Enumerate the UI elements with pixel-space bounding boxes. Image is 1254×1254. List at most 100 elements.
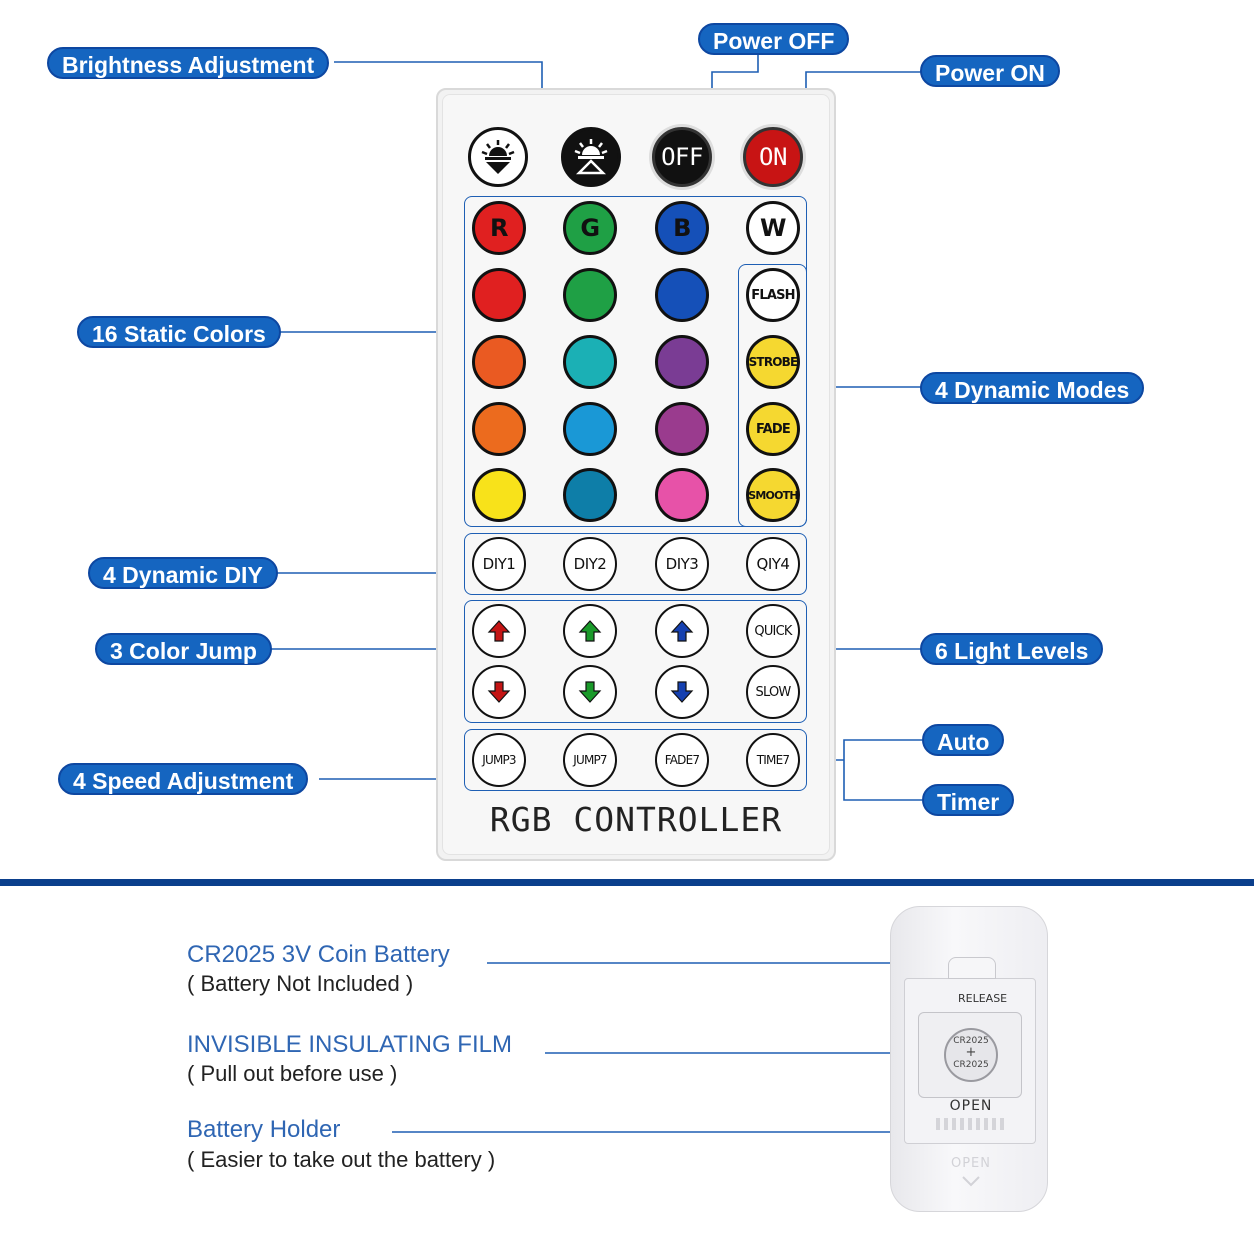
red-down-button[interactable]	[472, 665, 526, 719]
blue-button[interactable]: B	[655, 201, 709, 255]
brightness-up-button[interactable]	[561, 127, 621, 187]
power-on-label: ON	[759, 143, 787, 171]
power-on-callout: Power ON	[920, 55, 1060, 87]
color-button-r2-c1[interactable]	[472, 335, 526, 389]
diy1-label: DIY1	[482, 555, 516, 573]
strobe-button[interactable]: STROBE	[746, 335, 800, 389]
green-down-button[interactable]	[563, 665, 617, 719]
brightness-up-icon	[574, 139, 608, 175]
battery-title: CR2025 3V Coin Battery	[187, 941, 450, 968]
auto-callout: Auto	[922, 724, 1005, 756]
open-label: OPEN	[949, 1098, 993, 1114]
battery-subtitle: ( Battery Not Included )	[187, 971, 414, 996]
green-up-arrow-icon	[578, 620, 602, 642]
color-button-r4-c3[interactable]	[655, 468, 709, 522]
light-levels-callout: 6 Light Levels	[920, 633, 1104, 665]
color-button-r1-c2[interactable]	[563, 268, 617, 322]
coin-battery-plus: +	[965, 1045, 977, 1060]
blue-down-button[interactable]	[655, 665, 709, 719]
blue-up-button[interactable]	[655, 604, 709, 658]
smooth-button[interactable]: SMOOTH	[746, 468, 800, 522]
smooth-label: SMOOTH	[748, 488, 798, 502]
diy3-label: DIY3	[665, 555, 699, 573]
fade-label: FADE	[756, 421, 791, 437]
fade7-label: FADE7	[664, 753, 700, 767]
brightness-down-button[interactable]	[468, 127, 528, 187]
blue-label: B	[673, 214, 691, 242]
green-up-button[interactable]	[563, 604, 617, 658]
diy3-button[interactable]: DIY3	[655, 537, 709, 591]
remote-title: RGB CONTROLLER	[489, 800, 783, 839]
quick-label: QUICK	[754, 623, 792, 639]
release-tab[interactable]	[948, 957, 996, 979]
brightness-adjustment-callout: Brightness Adjustment	[47, 47, 330, 79]
color-button-r4-c2[interactable]	[563, 468, 617, 522]
fade7-button[interactable]: FADE7	[655, 733, 709, 787]
green-down-arrow-icon	[578, 681, 602, 703]
color-button-r1-c3[interactable]	[655, 268, 709, 322]
slow-button[interactable]: SLOW	[746, 665, 800, 719]
diy1-button[interactable]: DIY1	[472, 537, 526, 591]
power-off-label: OFF	[661, 143, 703, 171]
holder-title: Battery Holder	[187, 1116, 341, 1143]
red-button[interactable]: R	[472, 201, 526, 255]
grip-ridges	[936, 1118, 1006, 1130]
color-button-r4-c1[interactable]	[472, 468, 526, 522]
green-label: G	[580, 214, 600, 242]
red-up-button[interactable]	[472, 604, 526, 658]
film-title: INVISIBLE INSULATING FILM	[187, 1031, 512, 1058]
jump7-label: JUMP7	[573, 753, 607, 767]
dynamic-diy-callout: 4 Dynamic DIY	[88, 557, 278, 589]
power-on-button[interactable]: ON	[743, 127, 803, 187]
fade-button[interactable]: FADE	[746, 402, 800, 456]
color-button-r3-c1[interactable]	[472, 402, 526, 456]
brightness-down-icon	[481, 140, 515, 174]
color-button-r1-c1[interactable]	[472, 268, 526, 322]
power-off-button[interactable]: OFF	[652, 127, 712, 187]
slow-label: SLOW	[755, 684, 792, 700]
flash-label: FLASH	[751, 287, 795, 303]
jump7-button[interactable]: JUMP7	[563, 733, 617, 787]
red-up-arrow-icon	[487, 620, 511, 642]
color-button-r2-c2[interactable]	[563, 335, 617, 389]
chevron-down-icon	[960, 1174, 982, 1188]
color-jump-group	[464, 600, 807, 723]
dynamic-modes-group	[738, 264, 807, 527]
time7-button[interactable]: TIME7	[746, 733, 800, 787]
color-button-r2-c3[interactable]	[655, 335, 709, 389]
red-down-arrow-icon	[487, 681, 511, 703]
jump3-button[interactable]: JUMP3	[472, 733, 526, 787]
speed-adjustment-callout: 4 Speed Adjustment	[58, 763, 309, 795]
blue-down-arrow-icon	[670, 681, 694, 703]
red-label: R	[490, 214, 508, 242]
diy2-label: DIY2	[573, 555, 607, 573]
coin-battery	[944, 1028, 998, 1082]
diy2-button[interactable]: DIY2	[563, 537, 617, 591]
speed-group	[464, 729, 807, 791]
timer-callout: Timer	[922, 784, 1015, 816]
holder-subtitle: ( Easier to take out the battery )	[187, 1147, 496, 1172]
section-divider	[0, 879, 1254, 886]
film-subtitle: ( Pull out before use )	[187, 1061, 398, 1086]
green-button[interactable]: G	[563, 201, 617, 255]
diy-group	[464, 533, 807, 595]
release-label: RELEASE	[958, 992, 1008, 1005]
quick-button[interactable]: QUICK	[746, 604, 800, 658]
static-colors-callout: 16 Static Colors	[77, 316, 281, 348]
blue-up-arrow-icon	[670, 620, 694, 642]
dynamic-modes-callout: 4 Dynamic Modes	[920, 372, 1145, 404]
coin-battery-bottom-label: CR2025	[953, 1060, 989, 1070]
diy4-button[interactable]: QIY4	[746, 537, 800, 591]
open-faint-label: OPEN	[950, 1156, 991, 1171]
coin-battery-top-label: CR2025	[953, 1036, 989, 1046]
white-label: W	[760, 214, 786, 242]
white-button[interactable]: W	[746, 201, 800, 255]
color-button-r3-c3[interactable]	[655, 402, 709, 456]
color-jump-callout: 3 Color Jump	[95, 633, 272, 665]
flash-button[interactable]: FLASH	[746, 268, 800, 322]
color-button-r3-c2[interactable]	[563, 402, 617, 456]
diy4-label: QIY4	[756, 555, 790, 573]
jump3-label: JUMP3	[482, 753, 516, 767]
strobe-label: STROBE	[748, 355, 799, 369]
